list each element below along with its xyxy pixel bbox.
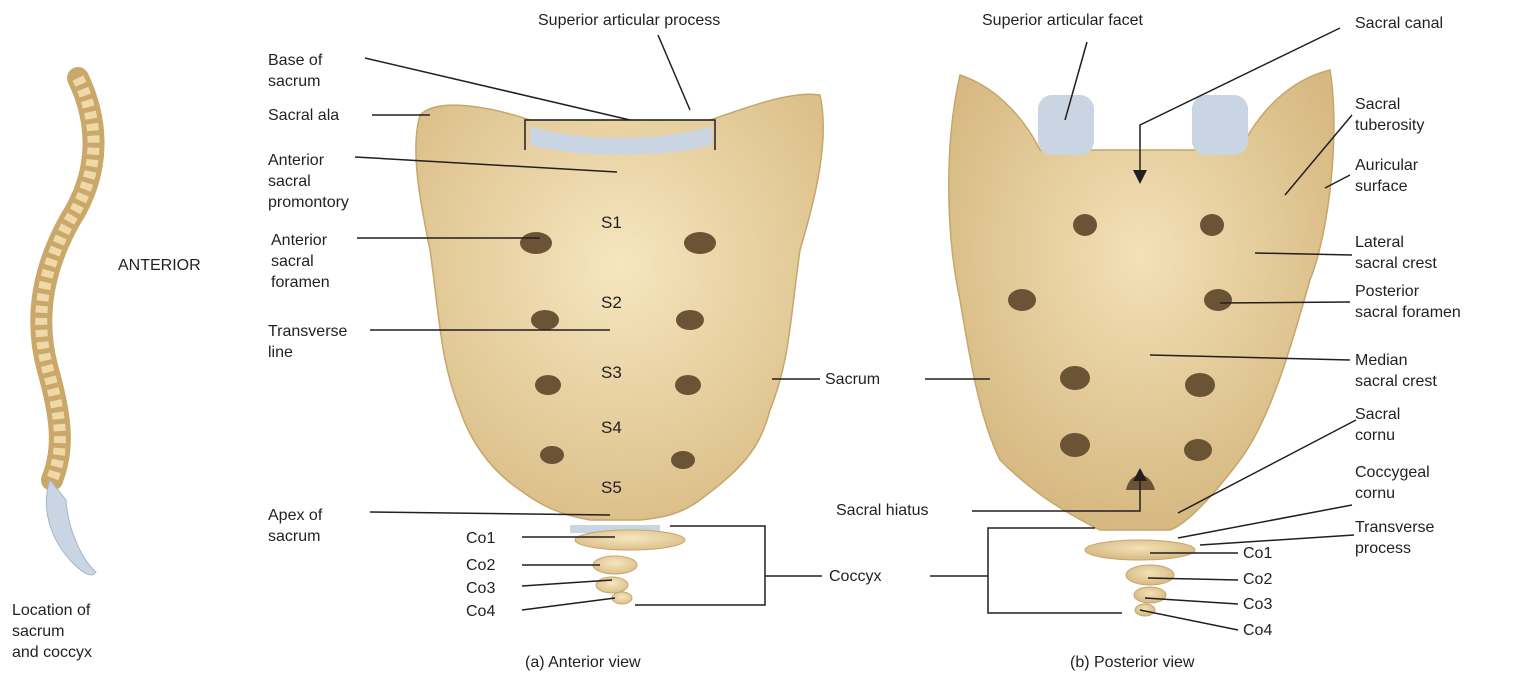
label-sacral-cornu: Sacral cornu	[1355, 404, 1400, 446]
segment-s3: S3	[601, 363, 622, 383]
caption-posterior-view: (b) Posterior view	[1070, 654, 1194, 672]
label-apex-of-sacrum: Apex of sacrum	[268, 505, 322, 547]
label-transverse-process: Transverse process	[1355, 517, 1434, 559]
anterior-orientation-label: ANTERIOR	[118, 255, 201, 276]
label-posterior-co4: Co4	[1243, 620, 1272, 641]
label-anterior-sacral-promontory: Anterior sacral promontory	[268, 150, 349, 213]
label-sacral-tuberosity: Sacral tuberosity	[1355, 94, 1424, 136]
label-posterior-co2: Co2	[1243, 569, 1272, 590]
label-base-of-sacrum: Base of sacrum	[268, 50, 322, 92]
label-coccyx: Coccyx	[829, 566, 881, 587]
label-sacral-hiatus: Sacral hiatus	[836, 500, 929, 521]
segment-s5: S5	[601, 478, 622, 498]
vertebral-column	[41, 78, 96, 575]
segment-s2: S2	[601, 293, 622, 313]
label-median-sacral-crest: Median sacral crest	[1355, 350, 1437, 392]
label-transverse-line: Transverse line	[268, 321, 347, 363]
label-lateral-sacral-crest: Lateral sacral crest	[1355, 232, 1437, 274]
segment-s4: S4	[601, 418, 622, 438]
label-posterior-co1: Co1	[1243, 543, 1272, 564]
label-sacrum: Sacrum	[825, 369, 880, 390]
label-anterior-co4: Co4	[466, 601, 495, 622]
segment-s1: S1	[601, 213, 622, 233]
label-auricular-surface: Auricular surface	[1355, 155, 1418, 197]
label-anterior-co1: Co1	[466, 528, 495, 549]
label-anterior-sacral-foramen: Anterior sacral foramen	[271, 230, 330, 293]
label-superior-articular-facet: Superior articular facet	[982, 10, 1143, 31]
caption-anterior-view: (a) Anterior view	[525, 654, 641, 672]
spine-caption: Location of sacrum and coccyx	[12, 600, 92, 663]
label-posterior-sacral-foramen: Posterior sacral foramen	[1355, 281, 1461, 323]
label-posterior-co3: Co3	[1243, 594, 1272, 615]
label-coccygeal-cornu: Coccygeal cornu	[1355, 462, 1430, 504]
label-superior-articular-process: Superior articular process	[538, 10, 720, 31]
label-sacral-canal: Sacral canal	[1355, 13, 1443, 34]
label-anterior-co3: Co3	[466, 578, 495, 599]
label-anterior-co2: Co2	[466, 555, 495, 576]
label-sacral-ala: Sacral ala	[268, 105, 339, 126]
